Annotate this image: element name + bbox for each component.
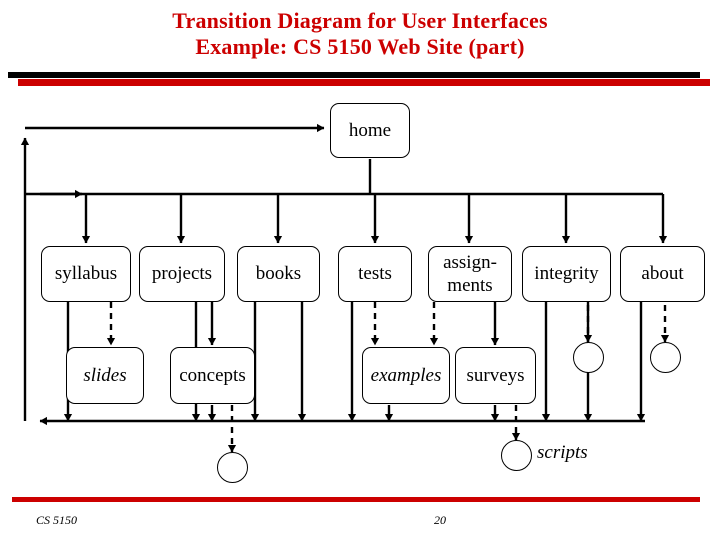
node-integrity-label: integrity (534, 263, 599, 284)
header-rule (8, 72, 710, 86)
node-examples-label: examples (370, 364, 442, 386)
circle-under-about[interactable] (650, 342, 681, 373)
node-examples[interactable]: examples (362, 347, 450, 404)
footer-rule (12, 497, 700, 502)
node-integrity[interactable]: integrity (522, 246, 611, 302)
node-books[interactable]: books (237, 246, 320, 302)
circle-under-concepts[interactable] (217, 452, 248, 483)
node-projects-label: projects (151, 263, 213, 284)
node-syllabus-label: syllabus (54, 263, 118, 284)
title-line-2: Example: CS 5150 Web Site (part) (195, 34, 525, 59)
circle-under-integrity[interactable] (573, 342, 604, 373)
node-home[interactable]: home (330, 103, 410, 158)
node-syllabus[interactable]: syllabus (41, 246, 131, 302)
node-tests-label: tests (358, 263, 392, 284)
title-line-1: Transition Diagram for User Interfaces (172, 8, 548, 33)
slide-title: Transition Diagram for User Interfaces E… (0, 8, 720, 60)
node-concepts-label: concepts (179, 364, 246, 386)
node-surveys[interactable]: surveys (455, 347, 536, 404)
label-scripts: scripts (537, 442, 588, 463)
node-concepts[interactable]: concepts (170, 347, 255, 404)
node-slides-label: slides (83, 364, 127, 386)
node-assignments[interactable]: assign- ments (428, 246, 512, 302)
node-home-label: home (348, 119, 392, 141)
node-assignments-label: assign- ments (443, 252, 497, 296)
node-surveys-label: surveys (466, 364, 525, 386)
node-tests[interactable]: tests (338, 246, 412, 302)
footer-course-label: CS 5150 (36, 513, 78, 527)
node-books-label: books (255, 263, 302, 284)
node-projects[interactable]: projects (139, 246, 225, 302)
node-slides[interactable]: slides (66, 347, 144, 404)
circle-scripts[interactable] (501, 440, 532, 471)
node-about[interactable]: about (620, 246, 705, 302)
node-about-label: about (641, 263, 684, 284)
footer-page-number: 20 (434, 513, 446, 527)
